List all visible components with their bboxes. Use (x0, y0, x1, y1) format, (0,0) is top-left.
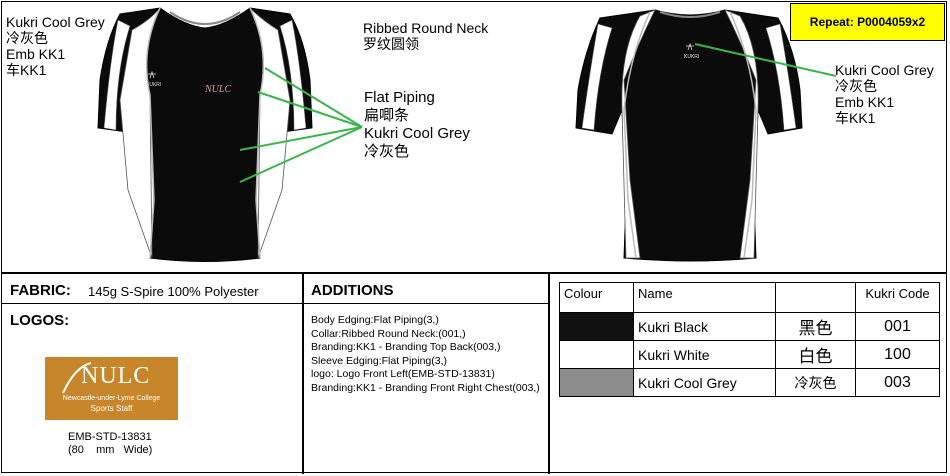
table-row: Kukri White 白色 100 (559, 340, 940, 369)
colour-cn: 黑色 (775, 312, 856, 341)
logo-line2: Sports Staff (90, 404, 133, 413)
list-item: Branding:KK1 - Branding Front Right Ches… (311, 381, 540, 394)
divider (1, 272, 947, 274)
callout-text: 冷灰色 (835, 78, 877, 94)
repeat-badge: Repeat: P0004059x2 (790, 3, 945, 41)
fabric-value: 145g S-Spire 100% Polyester (88, 284, 259, 299)
kukri-front-icon (148, 70, 156, 79)
callout-text: 罗纹圆领 (363, 36, 419, 52)
front-shirt: KUKRI NULC (97, 7, 313, 262)
list-item: Collar:Ribbed Round Neck:(001,) (311, 327, 466, 340)
fabric-label: FABRIC: (10, 282, 71, 299)
garment-drawings: KUKRI NULC KUKRI (97, 7, 837, 262)
callout-text: Ribbed Round Neck (363, 20, 489, 36)
logo-code-line: EMB-STD-13831 (68, 431, 152, 443)
college-logo: NULC Newcastle-under-Lyme College Sports… (45, 357, 178, 420)
callout-text: Kukri Cool Grey (6, 14, 105, 30)
colour-code: 003 (855, 368, 940, 397)
table-row: Kukri Cool Grey 冷灰色 003 (559, 368, 940, 397)
divider (302, 272, 304, 474)
colour-swatch (559, 368, 634, 397)
colour-name: Kukri White (633, 340, 776, 369)
logo-code: EMB-STD-13831 (80 mm Wide) (68, 431, 152, 457)
colour-name: Kukri Black (633, 312, 776, 341)
front-logo-text: NULC (204, 84, 231, 95)
back-callout: Kukri Cool Grey 冷灰色 Emb KK1 车KK1 (835, 62, 934, 126)
callout-text: 冷灰色 (364, 143, 410, 160)
colour-code: 001 (855, 312, 940, 341)
back-shirt: KUKRI (575, 9, 803, 262)
callout-text: 车KK1 (835, 110, 876, 126)
colour-swatch (559, 340, 634, 369)
callout-lines (239, 43, 837, 183)
callout-text: 冷灰色 (6, 30, 48, 46)
repeat-label: Repeat: P0004059x2 (809, 15, 926, 29)
callout-text: Flat Piping (364, 89, 435, 106)
table-row: Kukri Black 黑色 001 (559, 312, 940, 341)
callout-text: 扁唧条 (364, 107, 410, 124)
colour-cn: 冷灰色 (775, 368, 856, 397)
logo-swoosh-icon (62, 362, 92, 394)
front-left-callout: Kukri Cool Grey 冷灰色 Emb KK1 车KK1 (6, 14, 105, 78)
front-brand-text: KUKRI (146, 82, 161, 88)
table-header-row: Colour Name Kukri Code (559, 282, 940, 313)
list-item: Branding:KK1 - Branding Top Back(003,) (311, 341, 501, 353)
colour-name: Kukri Cool Grey (633, 368, 776, 397)
kukri-back-icon (686, 42, 694, 51)
list-item: logo: Logo Front Left(EMB-STD-13831) (311, 368, 495, 380)
logo-main-text: NULC (81, 363, 151, 389)
header-name: Name (633, 282, 776, 313)
colour-table: Colour Name Kukri Code Kukri Black 黑色 00… (559, 282, 940, 397)
divider (1, 303, 549, 304)
callout-text: Emb KK1 (6, 46, 66, 62)
additions-list: Body Edging:Flat Piping(3,) Collar:Ribbe… (311, 314, 551, 395)
colour-cn: 白色 (775, 340, 856, 369)
callout-text: Kukri Cool Grey (364, 125, 470, 142)
callout-text: Kukri Cool Grey (835, 62, 934, 78)
colour-code: 100 (855, 340, 940, 369)
callout-text: 车KK1 (6, 62, 47, 78)
colour-swatch (559, 312, 634, 341)
neck-callout: Ribbed Round Neck 罗纹圆领 (363, 20, 488, 52)
piping-callout: Flat Piping 扁唧条 Kukri Cool Grey 冷灰色 (364, 89, 470, 161)
list-item: Body Edging:Flat Piping(3,) (311, 314, 439, 326)
callout-text: Emb KK1 (835, 94, 895, 110)
header-colour: Colour (559, 282, 634, 313)
list-item: Sleeve Edging:Flat Piping(3,) (311, 354, 447, 367)
back-brand-text: KUKRI (684, 54, 699, 60)
additions-label: ADDITIONS (311, 282, 394, 299)
divider (548, 272, 550, 474)
header-code: Kukri Code (855, 282, 940, 313)
logos-label: LOGOS: (10, 312, 70, 329)
header-cn (775, 282, 856, 313)
logo-line1: Newcastle-under-Lyme College (62, 395, 161, 402)
logo-code-line: (80 mm Wide) (68, 444, 153, 456)
